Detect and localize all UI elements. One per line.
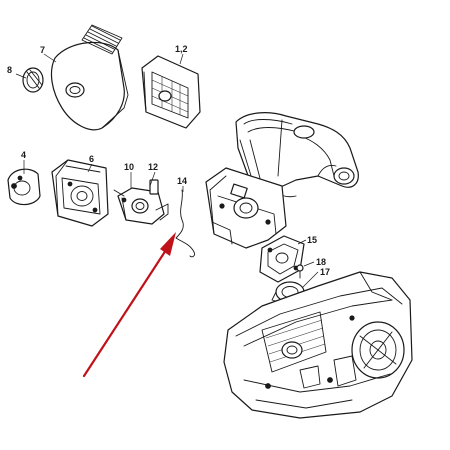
callout-17: 17 (320, 267, 330, 277)
callout-14: 14 (177, 176, 187, 186)
callout-labels: 8 7 1,2 4 6 10 12 14 15 18 17 (7, 44, 330, 277)
red-pointer-arrow (82, 232, 176, 378)
part-7-top-cover (50, 24, 129, 131)
callout-4: 4 (21, 150, 26, 160)
callout-10: 10 (124, 162, 134, 172)
callout-7: 7 (40, 45, 45, 55)
part-4-choke-knob (7, 168, 41, 206)
callout-12: 12 (148, 162, 158, 172)
callout-8: 8 (7, 65, 12, 75)
part-18-screw (296, 264, 304, 279)
callout-leaders (15, 53, 319, 289)
part-8-knob (22, 67, 44, 93)
callout-18: 18 (316, 257, 326, 267)
part-6-shroud (51, 159, 109, 227)
callout-15: 15 (307, 235, 317, 245)
callout-1-2: 1,2 (175, 44, 188, 54)
chainsaw-body (223, 271, 413, 419)
part-1-2-air-filter (141, 55, 201, 129)
callout-6: 6 (89, 154, 94, 164)
part-15-flange (259, 235, 305, 283)
part-14-spring-wire (175, 189, 195, 258)
chainsaw-housing (205, 112, 359, 249)
part-10-12-carburetor (113, 179, 169, 225)
cover-grill (81, 24, 123, 55)
